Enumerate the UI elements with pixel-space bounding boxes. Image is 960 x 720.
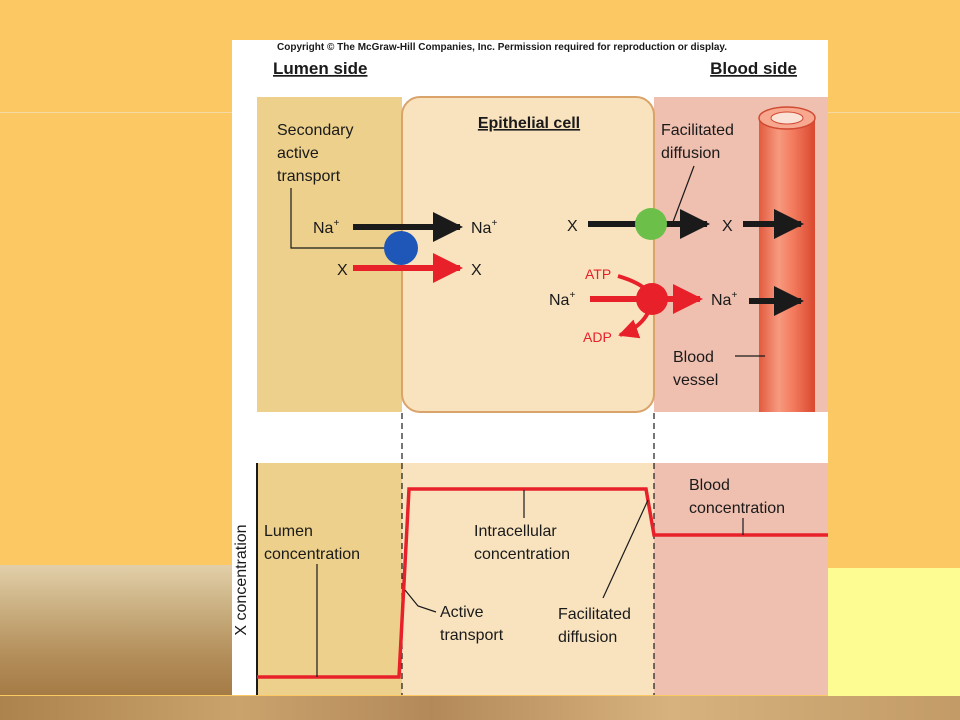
blood-vessel-lumen bbox=[770, 111, 804, 125]
atp-label: ATP bbox=[585, 266, 611, 282]
blood-vessel bbox=[759, 118, 815, 412]
epithelial-cell-label: Epithelial cell bbox=[478, 115, 580, 132]
sat-line3: transport bbox=[277, 168, 341, 185]
fdg-line2: diffusion bbox=[558, 629, 617, 646]
graph-lumen-region bbox=[257, 463, 402, 695]
lumen-side-heading: Lumen side bbox=[273, 59, 367, 78]
facilitated-diffusion-label: Facilitated diffusion bbox=[661, 122, 738, 162]
blood-side-heading: Blood side bbox=[710, 59, 797, 78]
ic-line1: Intracellular bbox=[474, 523, 557, 540]
background-book-strip bbox=[0, 696, 960, 720]
graph-cell-region bbox=[402, 463, 654, 695]
na-blood-plus: + bbox=[731, 290, 737, 301]
ic-line2: concentration bbox=[474, 546, 570, 563]
x-blood-label: X bbox=[722, 218, 733, 235]
epithelial-cell bbox=[401, 96, 655, 413]
x-cell-label: X bbox=[471, 262, 482, 279]
lc-line2: concentration bbox=[264, 546, 360, 563]
background-yellow-block bbox=[828, 568, 960, 698]
bv-line2: vessel bbox=[673, 372, 718, 389]
lc-line1: Lumen bbox=[264, 523, 313, 540]
background-book-image bbox=[0, 565, 232, 695]
na-lumen-plus: + bbox=[333, 218, 339, 229]
adp-arrow bbox=[618, 304, 653, 339]
copyright-text: Copyright © The McGraw-Hill Companies, I… bbox=[277, 42, 727, 53]
y-axis-label: X concentration bbox=[233, 524, 250, 635]
blood-vessel-label: Blood vessel bbox=[673, 349, 718, 389]
secondary-active-transport-label: Secondary active transport bbox=[277, 122, 358, 185]
bc-line1: Blood bbox=[689, 477, 730, 494]
na-blood-symbol: Na bbox=[711, 292, 732, 309]
sat-line1: Secondary bbox=[277, 122, 354, 139]
na-cell-label: Na+ bbox=[471, 218, 497, 237]
lumen-region bbox=[257, 97, 402, 412]
na-cell-pump-label: Na+ bbox=[549, 290, 575, 309]
na-pump-plus: + bbox=[569, 290, 575, 301]
na-lumen-label: Na+ bbox=[313, 218, 339, 237]
fd-leader-line bbox=[672, 165, 695, 223]
at-line1: Active bbox=[440, 604, 484, 621]
lumen-concentration-label: Lumen concentration bbox=[264, 523, 360, 563]
bv-line1: Blood bbox=[673, 349, 714, 366]
sat-leader-line bbox=[290, 188, 388, 249]
na-k-pump bbox=[636, 283, 668, 315]
active-transport-label: Active transport bbox=[440, 604, 504, 644]
blood-concentration-label: Blood concentration bbox=[689, 477, 785, 517]
sat-line2: active bbox=[277, 145, 319, 162]
facilitated-carrier bbox=[635, 208, 667, 240]
facilitated-diffusion-graph-label: Facilitated diffusion bbox=[558, 606, 635, 646]
fd-line2: diffusion bbox=[661, 145, 720, 162]
fd-line1: Facilitated bbox=[661, 122, 734, 139]
bc-line2: concentration bbox=[689, 500, 785, 517]
concentration-profile bbox=[257, 487, 828, 679]
fdg-line1: Facilitated bbox=[558, 606, 631, 623]
cotransporter-carrier bbox=[384, 231, 418, 265]
adp-label: ADP bbox=[583, 329, 612, 345]
at-line2: transport bbox=[440, 627, 504, 644]
x-cell-right-label: X bbox=[567, 218, 578, 235]
intracellular-concentration-label: Intracellular concentration bbox=[474, 523, 570, 563]
na-lumen-symbol: Na bbox=[313, 220, 334, 237]
fdg-leader-line bbox=[602, 499, 649, 599]
na-cell-symbol: Na bbox=[471, 220, 492, 237]
na-cell-plus: + bbox=[491, 218, 497, 229]
na-pump-symbol: Na bbox=[549, 292, 570, 309]
na-blood-label: Na+ bbox=[711, 290, 737, 309]
at-leader-line bbox=[404, 589, 437, 613]
graph-blood-region bbox=[654, 463, 828, 695]
x-lumen-label: X bbox=[337, 262, 348, 279]
